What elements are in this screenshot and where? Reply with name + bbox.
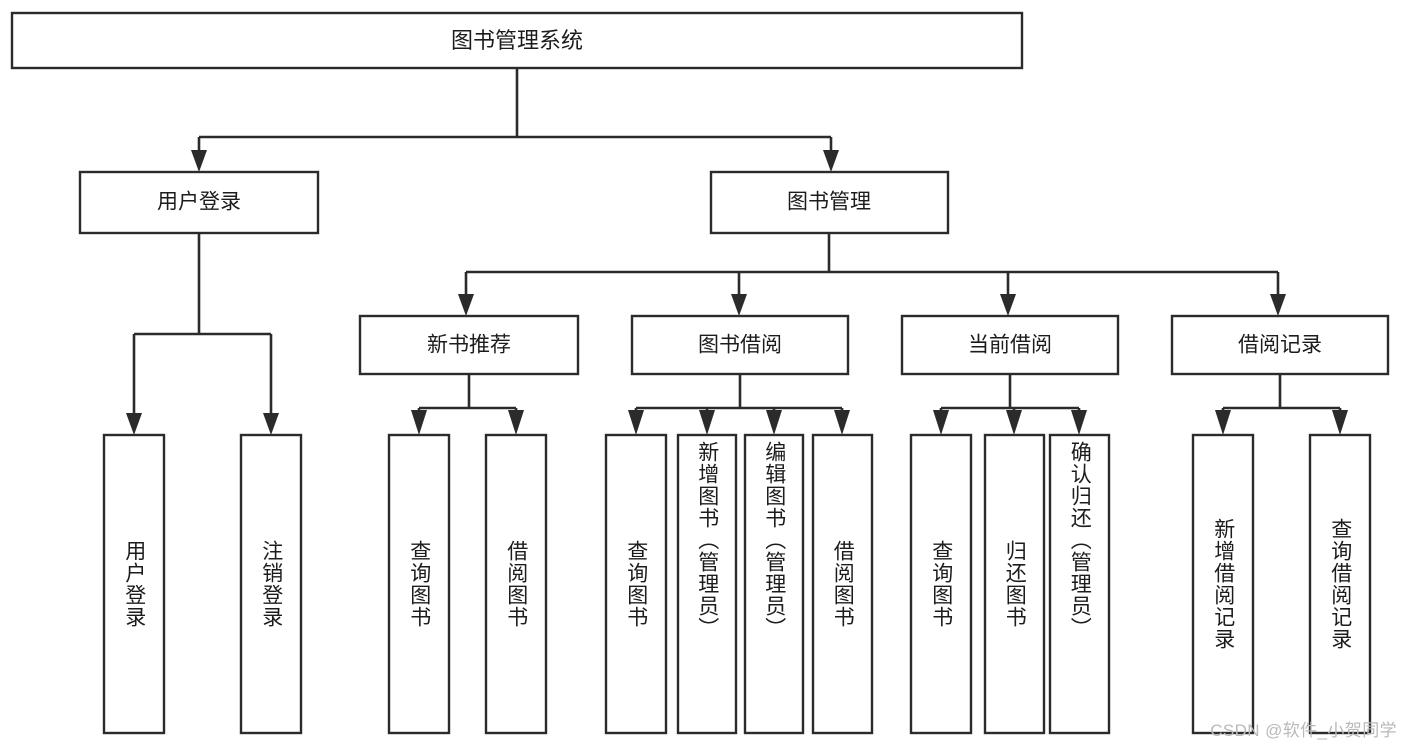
node-book-management-system[interactable]: 图书管理系统 (10, 11, 1024, 70)
node-current-borrow[interactable]: 当前借阅 (900, 314, 1120, 376)
arrow-to-leaf-return-book (1006, 410, 1022, 435)
node-label-current-borrow: 当前借阅 (968, 334, 1052, 357)
arrow-to-current-borrow (1000, 294, 1016, 316)
arrow-to-leaf-confirm-return (1071, 410, 1087, 435)
arrow-to-leaf-borrow-book-2 (834, 410, 850, 435)
node-book-borrow[interactable]: 图书借阅 (630, 314, 850, 376)
node-label-borrow-record: 借阅记录 (1238, 334, 1322, 357)
node-box-leaf-logout[interactable] (239, 433, 303, 735)
node-box-borrow-record[interactable] (1170, 314, 1390, 376)
node-box-leaf-query-book-2[interactable] (604, 433, 668, 735)
node-box-leaf-add-record[interactable] (1191, 433, 1255, 735)
arrow-to-leaf-add-book (699, 410, 715, 435)
node-box-leaf-query-record[interactable] (1308, 433, 1372, 735)
arrow-to-new-book-recommend (458, 294, 474, 316)
node-box-root[interactable] (10, 11, 1024, 70)
node-box-leaf-user-login[interactable] (102, 433, 166, 735)
arrow-to-book-management (823, 150, 839, 172)
arrow-to-leaf-logout (263, 413, 279, 435)
arrow-to-leaf-borrow-book-1 (508, 410, 524, 435)
node-box-leaf-query-book-1[interactable] (387, 433, 451, 735)
node-box-leaf-edit-book[interactable] (743, 433, 805, 735)
node-label-book-borrow: 图书借阅 (698, 334, 782, 357)
arrow-to-leaf-query-book-3 (933, 410, 949, 435)
arrow-to-leaf-query-record (1332, 410, 1348, 435)
node-label-user-login: 用户登录 (157, 191, 241, 214)
node-box-book-borrow[interactable] (630, 314, 850, 376)
node-box-current-borrow[interactable] (900, 314, 1120, 376)
watermark-text: CSDN @软件_小贺同学 (1210, 721, 1397, 740)
arrow-to-leaf-add-record (1215, 410, 1231, 435)
node-box-new-book-recommend[interactable] (358, 314, 580, 376)
arrow-to-leaf-user-login (126, 413, 142, 435)
arrow-to-borrow-record (1270, 294, 1286, 316)
arrow-to-leaf-query-book-2 (628, 410, 644, 435)
node-box-leaf-borrow-book-1[interactable] (484, 433, 548, 735)
node-user-login[interactable]: 用户登录 (78, 170, 320, 235)
node-new-book-recommend[interactable]: 新书推荐 (358, 314, 580, 376)
node-box-leaf-confirm-return[interactable] (1048, 433, 1111, 735)
arrow-to-leaf-edit-book (766, 410, 782, 435)
node-box-leaf-add-book[interactable] (676, 433, 738, 735)
arrow-to-book-borrow (731, 294, 747, 316)
arrow-to-user-login (191, 150, 207, 172)
node-borrow-record[interactable]: 借阅记录 (1170, 314, 1390, 376)
node-box-leaf-borrow-book-2[interactable] (811, 433, 874, 735)
node-book-management[interactable]: 图书管理 (709, 170, 950, 235)
node-box-leaf-return-book[interactable] (983, 433, 1046, 735)
node-label-new-book-recommend: 新书推荐 (427, 334, 511, 357)
node-box-book-management[interactable] (709, 170, 950, 235)
node-label-book-management: 图书管理 (787, 191, 871, 214)
node-label-root: 图书管理系统 (451, 28, 583, 53)
arrow-to-leaf-query-book-1 (411, 410, 427, 435)
node-box-leaf-query-book-3[interactable] (909, 433, 973, 735)
